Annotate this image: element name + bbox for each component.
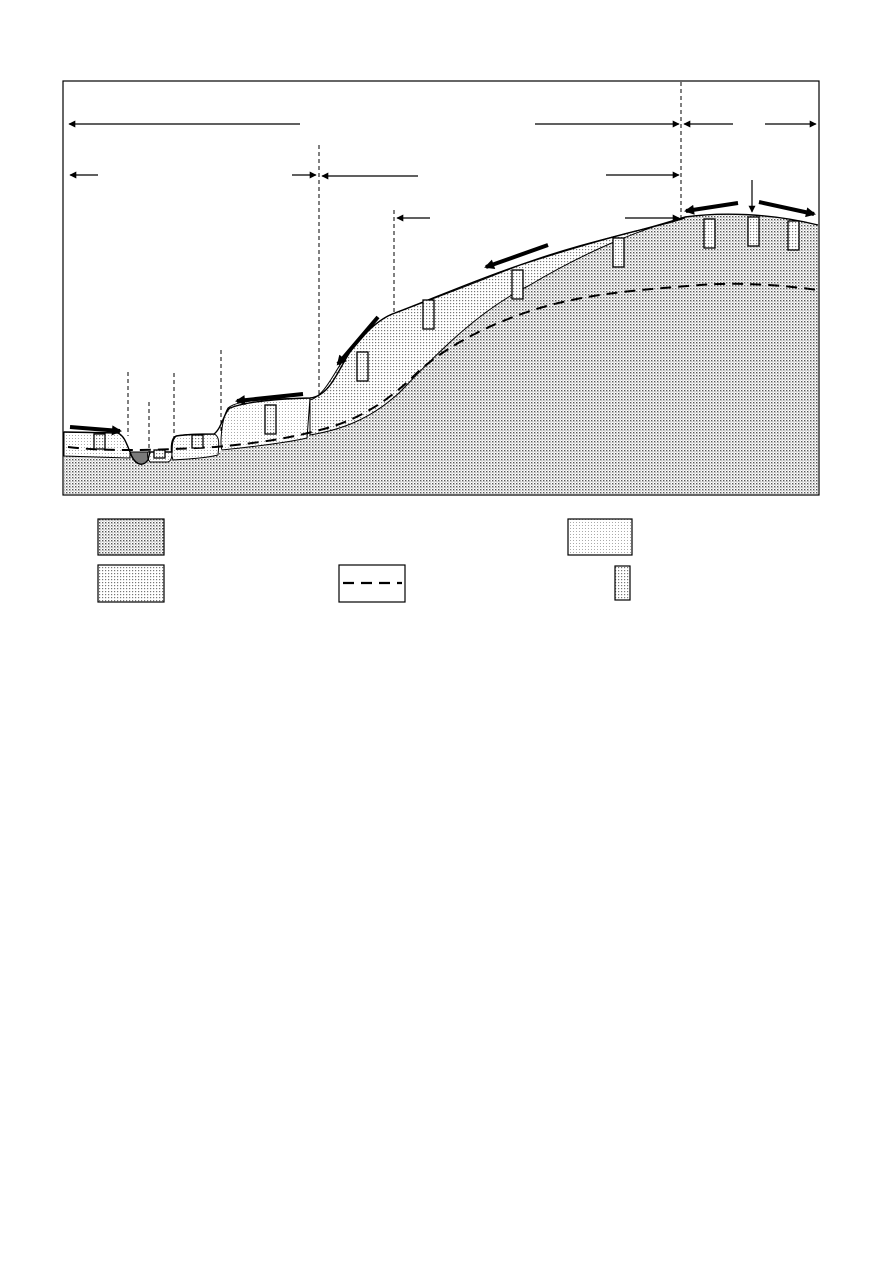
- ground-surface: [63, 213, 819, 465]
- movement-arrow: [758, 200, 816, 218]
- soil-profile: [747, 216, 760, 247]
- soil-profile: [703, 218, 716, 249]
- soil-profile: [153, 449, 166, 459]
- soil-profile: [787, 220, 800, 251]
- soil-profiles: [93, 216, 800, 459]
- movement-arrow: [336, 315, 380, 366]
- light-stipple-swatch: [567, 518, 633, 556]
- movement-arrow: [684, 201, 739, 215]
- movement-arrows: [69, 200, 816, 436]
- stipple-swatch: [97, 564, 165, 603]
- soil-profile: [264, 404, 277, 435]
- legend: [97, 518, 633, 603]
- movement-arrow: [235, 392, 304, 406]
- soil-profile: [511, 269, 524, 300]
- movement-arrow: [69, 425, 122, 436]
- soil-profile-swatch: [614, 565, 631, 601]
- soil-profile: [191, 434, 204, 449]
- dashed-boundary-line: [67, 282, 819, 452]
- zone-boundaries: [127, 82, 682, 452]
- movement-arrow: [484, 243, 549, 270]
- soil-profile: [612, 237, 625, 268]
- dimension-arrows: [68, 120, 817, 222]
- soil-profile: [93, 433, 106, 450]
- soil-profile: [422, 299, 435, 330]
- soil-profile: [356, 351, 369, 382]
- dense-stipple-swatch: [97, 518, 165, 556]
